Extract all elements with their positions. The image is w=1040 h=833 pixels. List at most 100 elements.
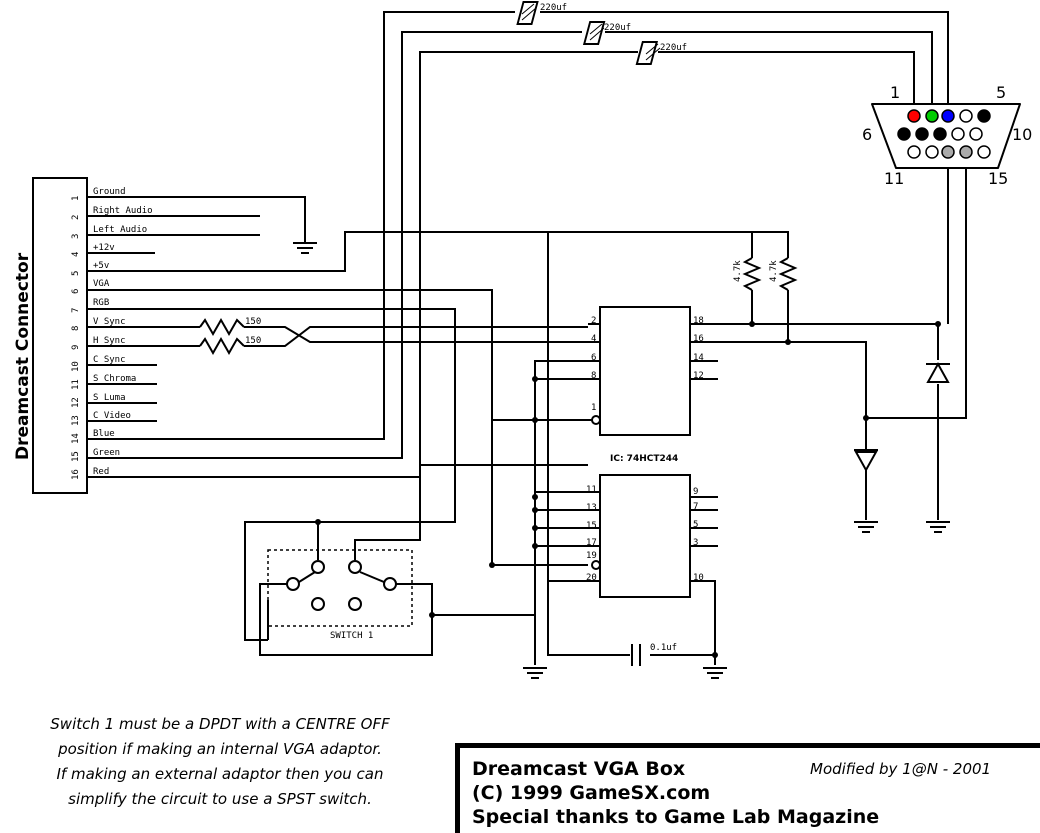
svg-text:V Sync: V Sync xyxy=(93,317,126,327)
svg-text:220uf: 220uf xyxy=(540,3,567,13)
vga-connector: 1 5 6 10 11 15 xyxy=(862,83,1032,188)
svg-text:15: 15 xyxy=(71,451,81,462)
svg-text:5: 5 xyxy=(996,83,1006,102)
svg-text:15: 15 xyxy=(988,169,1008,188)
svg-text:12: 12 xyxy=(71,397,81,408)
svg-text:18: 18 xyxy=(693,316,704,326)
title-line-1: Dreamcast VGA Box xyxy=(472,758,686,780)
modified-by: Modified by 1@N - 2001 xyxy=(810,760,992,778)
svg-text:220uf: 220uf xyxy=(604,23,631,33)
svg-text:C Sync: C Sync xyxy=(93,355,126,365)
svg-text:SWITCH 1: SWITCH 1 xyxy=(330,631,373,641)
ground-symbol-ic-right xyxy=(703,667,727,679)
junction-dots xyxy=(315,321,941,658)
diode-vsync xyxy=(926,361,950,383)
svg-text:8: 8 xyxy=(591,371,596,381)
ground-symbol-diode-b xyxy=(926,521,950,533)
svg-text:4.7k: 4.7k xyxy=(733,260,743,282)
note-line: position if making an internal VGA adapt… xyxy=(58,740,382,758)
svg-text:220uf: 220uf xyxy=(660,43,687,53)
capacitor-220uf-blue: 220uf xyxy=(516,1,567,25)
svg-text:12: 12 xyxy=(693,371,704,381)
svg-text:H Sync: H Sync xyxy=(93,336,126,346)
svg-text:Blue: Blue xyxy=(93,429,115,439)
svg-text:9: 9 xyxy=(693,487,698,497)
resistor-4.7k-a: 4.7k xyxy=(733,257,762,291)
svg-text:Green: Green xyxy=(93,448,120,458)
resistor-150-vsync: 150 xyxy=(199,317,261,337)
svg-text:10: 10 xyxy=(693,573,704,583)
capacitor-220uf-green: 220uf xyxy=(582,21,631,45)
svg-text:150: 150 xyxy=(245,317,261,327)
svg-text:Right Audio: Right Audio xyxy=(93,206,153,216)
svg-text:16: 16 xyxy=(693,334,704,344)
note-line: simplify the circuit to use a SPST switc… xyxy=(68,790,372,808)
svg-text:Left Audio: Left Audio xyxy=(93,225,147,235)
wires xyxy=(88,11,967,665)
svg-text:4.7k: 4.7k xyxy=(769,260,779,282)
svg-text:1: 1 xyxy=(890,83,900,102)
title-line-2: (C) 1999 GameSX.com xyxy=(472,782,711,804)
svg-text:150: 150 xyxy=(245,336,261,346)
svg-text:+5v: +5v xyxy=(93,261,109,271)
svg-text:6: 6 xyxy=(591,353,596,363)
svg-text:1: 1 xyxy=(71,196,81,201)
diode-hsync xyxy=(854,449,878,473)
svg-text:20: 20 xyxy=(586,573,597,583)
svg-text:17: 17 xyxy=(586,538,597,548)
svg-text:7: 7 xyxy=(693,502,698,512)
note-line: If making an external adaptor then you c… xyxy=(56,765,384,783)
svg-text:14: 14 xyxy=(693,353,704,363)
svg-text:6: 6 xyxy=(71,289,81,294)
svg-text:2: 2 xyxy=(71,215,81,220)
connector-pin-labels: Ground Right Audio Left Audio +12v +5v V… xyxy=(93,187,153,477)
svg-text:1: 1 xyxy=(591,403,596,413)
svg-text:2: 2 xyxy=(591,316,596,326)
connector-title: Dreamcast Connector xyxy=(13,252,33,460)
svg-text:10: 10 xyxy=(1012,125,1032,144)
svg-text:S Chroma: S Chroma xyxy=(93,374,136,384)
svg-text:VGA: VGA xyxy=(93,279,110,289)
title-block: Dreamcast VGA Box Modified by 1@N - 2001… xyxy=(455,743,1040,833)
svg-text:11: 11 xyxy=(586,485,597,495)
svg-text:4: 4 xyxy=(71,252,81,257)
ground-symbol-connector xyxy=(293,242,317,254)
connector-pin-numbers: 1 2 3 4 5 6 7 8 9 10 11 12 13 14 15 16 xyxy=(71,196,81,480)
svg-text:Ground: Ground xyxy=(93,187,126,197)
svg-text:7: 7 xyxy=(71,308,81,313)
resistor-4.7k-b: 4.7k xyxy=(769,257,798,291)
switch-note: Switch 1 must be a DPDT with a CENTRE OF… xyxy=(10,712,430,812)
title-line-3: Special thanks to Game Lab Magazine xyxy=(472,806,880,828)
svg-text:15: 15 xyxy=(586,521,597,531)
ic-lower: 11 13 15 17 19 20 9 7 5 3 10 xyxy=(586,474,704,598)
svg-text:6: 6 xyxy=(862,125,872,144)
resistor-150-hsync: 150 xyxy=(199,336,261,356)
svg-text:3: 3 xyxy=(71,234,81,239)
svg-text:4: 4 xyxy=(591,334,596,344)
svg-text:10: 10 xyxy=(71,361,81,372)
svg-text:0.1uf: 0.1uf xyxy=(650,643,677,653)
svg-text:11: 11 xyxy=(884,169,904,188)
svg-text:11: 11 xyxy=(71,379,81,390)
svg-text:14: 14 xyxy=(71,433,81,444)
svg-text:16: 16 xyxy=(71,469,81,480)
svg-text:RGB: RGB xyxy=(93,298,109,308)
svg-text:5: 5 xyxy=(71,271,81,276)
ic-upper: 2 4 6 8 1 18 16 14 12 IC: 74HCT244 xyxy=(588,306,704,464)
svg-text:C Video: C Video xyxy=(93,411,131,421)
svg-text:9: 9 xyxy=(71,345,81,350)
svg-text:S Luma: S Luma xyxy=(93,393,126,403)
svg-text:8: 8 xyxy=(71,326,81,331)
svg-text:Red: Red xyxy=(93,467,109,477)
ground-symbol-diode-a xyxy=(854,521,878,533)
switch-1: SWITCH 1 xyxy=(259,549,433,641)
svg-text:13: 13 xyxy=(586,503,597,513)
svg-text:19: 19 xyxy=(586,551,597,561)
note-line: Switch 1 must be a DPDT with a CENTRE OF… xyxy=(50,715,390,733)
connector-body xyxy=(32,177,88,494)
svg-text:3: 3 xyxy=(693,538,698,548)
ic-label: IC: 74HCT244 xyxy=(610,454,678,464)
svg-text:5: 5 xyxy=(693,520,698,530)
capacitor-0.1uf: 0.1uf xyxy=(631,643,677,666)
